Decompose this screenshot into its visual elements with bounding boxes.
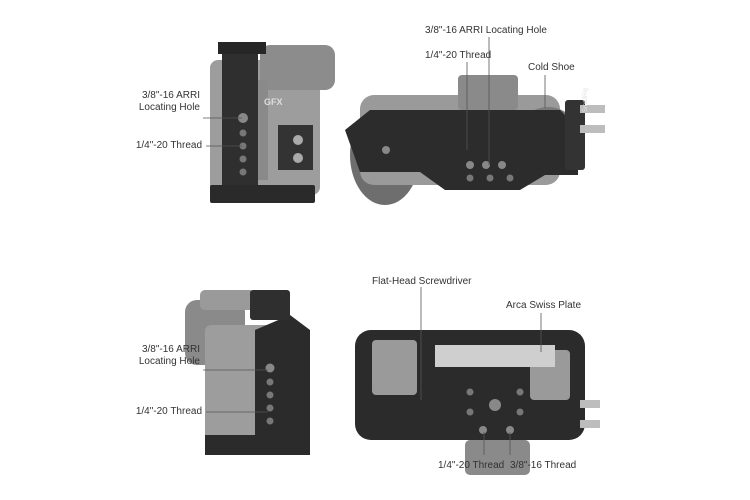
camera-brand-engraving: GFX — [264, 97, 283, 107]
bottom-view — [355, 287, 600, 475]
callout-line-2: Locating Hole — [138, 102, 200, 113]
callout-arri-hole-rear: 3/8"-16 ARRI Locating Hole — [425, 25, 547, 36]
callout-thread-side-bottom: 1/4"-20 Thread — [135, 406, 202, 417]
rear-view-top — [345, 37, 605, 205]
callout-thread-side-top: 1/4"-20 Thread — [135, 140, 202, 151]
callout-flat-head-screwdriver: Flat-Head Screwdriver — [372, 276, 472, 287]
callout-38-thread-bottom: 3/8"-16 Thread — [510, 460, 577, 471]
callout-line-2: Locating Hole — [138, 356, 200, 367]
callout-line-1: 3/8"-16 ARRI — [141, 90, 200, 101]
callout-line-1: 3/8"-16 ARRI — [141, 344, 200, 355]
callout-arca-swiss-plate: Arca Swiss Plate — [506, 300, 582, 311]
side-view-bottom — [185, 290, 310, 455]
callout-arri-hole-side-top: 3/8"-16 ARRI Locating Hole — [115, 90, 200, 114]
callout-thread-bottom: 1/4"-20 Thread — [438, 460, 505, 471]
callout-thread-rear: 1/4"-20 Thread — [425, 50, 492, 61]
callout-cold-shoe: Cold Shoe — [528, 62, 575, 73]
callout-arri-hole-side-bottom: 3/8"-16 ARRI Locating Hole — [115, 344, 200, 368]
cage-brand-engraving: SmallRig — [583, 87, 589, 112]
side-view-top — [203, 42, 335, 203]
